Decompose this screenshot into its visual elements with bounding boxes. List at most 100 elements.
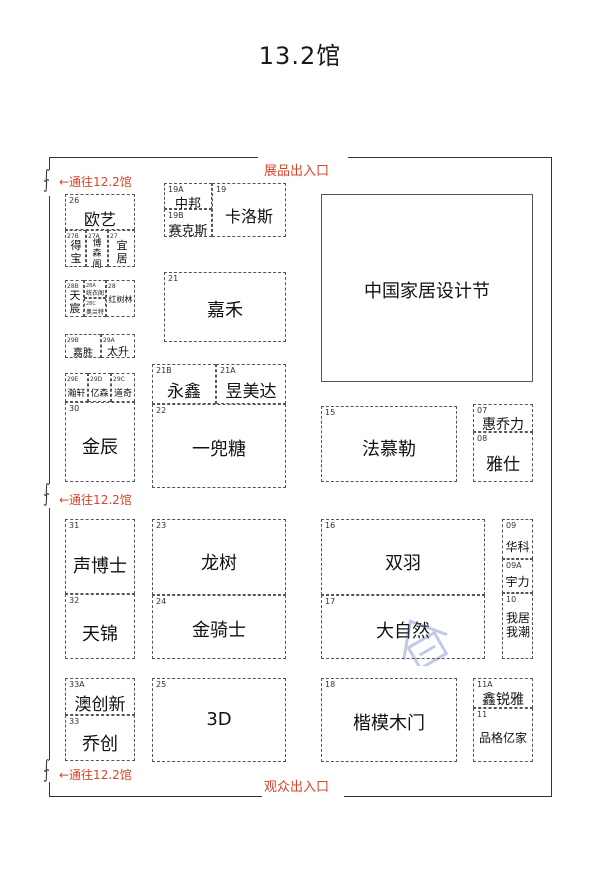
booth-number: 29D xyxy=(90,376,103,383)
booth-10[interactable]: 10 我居我潮 xyxy=(502,593,533,659)
booth-number: 28A xyxy=(86,283,96,289)
passage-label: ←通往12.2馆 xyxy=(59,768,132,782)
booth-name: 龙树 xyxy=(201,553,237,574)
booth-28c[interactable]: 28C 奥兰特 xyxy=(84,298,106,317)
booth-number: 25 xyxy=(156,680,167,689)
booth-name: 中邦 xyxy=(174,197,201,212)
booth-27[interactable]: 27 宜居 xyxy=(108,230,135,267)
booth-09[interactable]: 09 华科 xyxy=(502,519,533,559)
booth-29d[interactable]: 29D 亿森 xyxy=(88,373,111,402)
booth-name: 澳创新 xyxy=(74,695,126,715)
booth-24[interactable]: 24 金骑士 xyxy=(152,595,286,659)
booth-name: 鑫锐雅 xyxy=(482,692,524,708)
booth-name: 卡洛斯 xyxy=(224,207,273,226)
booth-name: 惠乔力 xyxy=(482,417,524,433)
booth-09a[interactable]: 09A 宇力 xyxy=(502,559,533,593)
booth-21b[interactable]: 21B 永鑫 xyxy=(152,364,216,404)
booth-11[interactable]: 11 品格亿家 xyxy=(473,708,533,762)
booth-17[interactable]: 17 大自然 xyxy=(321,595,485,659)
booth-19b[interactable]: 19B 赛克斯 xyxy=(164,209,212,239)
booth-28a[interactable]: 28A 统衣阁 xyxy=(84,280,106,298)
booth-name: 得宝 xyxy=(70,239,82,265)
booth-number: 21 xyxy=(168,274,179,283)
booth-33a[interactable]: 33A 澳创新 xyxy=(65,678,135,715)
booth-name: 道奇 xyxy=(113,389,132,399)
hall-title: 13.2馆 xyxy=(258,42,342,70)
passage-label: ←通往12.2馆 xyxy=(59,493,132,507)
watermark-logo xyxy=(382,586,502,671)
booth-name: 华科 xyxy=(505,540,530,554)
booth-name: 天锦 xyxy=(82,624,118,645)
booth-name: 瀚轩 xyxy=(67,389,86,399)
booth-name: 品格亿家 xyxy=(478,731,527,745)
booth-08[interactable]: 08 雅仕 xyxy=(473,432,533,482)
wall-break-icon: ∫∫ xyxy=(43,758,50,783)
booth-name: 红树林 xyxy=(108,295,133,304)
booth-15[interactable]: 15 法慕勒 xyxy=(321,406,457,482)
booth-number: 29A xyxy=(103,337,115,344)
booth-31[interactable]: 31 声博士 xyxy=(65,519,135,594)
booth-29c[interactable]: 29C 道奇 xyxy=(111,373,135,402)
booth-18[interactable]: 18 楷模木门 xyxy=(321,678,457,762)
booth-number: 33A xyxy=(69,680,85,689)
booth-11a[interactable]: 11A 鑫锐雅 xyxy=(473,678,533,708)
booth-name: 大自然 xyxy=(376,621,430,642)
booth-28b[interactable]: 28B 天宸 xyxy=(65,280,84,317)
booth-name: 嘉胜 xyxy=(73,348,93,359)
booth-number: 11A xyxy=(477,680,493,689)
booth-33[interactable]: 33 乔创 xyxy=(65,715,135,761)
booth-name: 宇力 xyxy=(505,575,530,589)
booth-name: 我居我潮 xyxy=(505,611,530,639)
booth-21a[interactable]: 21A 昱美达 xyxy=(216,364,286,404)
booth-16[interactable]: 16 双羽 xyxy=(321,519,485,595)
booth-29e[interactable]: 29E 瀚轩 xyxy=(65,373,88,402)
booth-number: 30 xyxy=(69,404,80,413)
booth-number: 33 xyxy=(69,717,80,726)
booth-25[interactable]: 25 3D xyxy=(152,678,286,762)
booth-design-festival[interactable]: 中国家居设计节 xyxy=(321,194,533,382)
booth-name: 雅仕 xyxy=(486,455,520,475)
exhibit-entrance-label: 展品出入口 xyxy=(264,164,330,179)
booth-number: 21B xyxy=(156,366,172,375)
booth-29a[interactable]: 29A 太升 xyxy=(101,334,135,358)
booth-26[interactable]: 26 欧艺 xyxy=(65,194,135,230)
booth-name: 一兜糖 xyxy=(192,439,246,460)
booth-name: 楷模木门 xyxy=(353,713,425,734)
booth-07[interactable]: 07 惠乔力 xyxy=(473,404,533,433)
booth-name: 欧艺 xyxy=(83,210,116,229)
booth-name: 法慕勒 xyxy=(362,439,416,460)
left-gap-3 xyxy=(47,760,53,782)
booth-32[interactable]: 32 天锦 xyxy=(65,594,135,659)
booth-number: 21A xyxy=(220,366,236,375)
booth-name: 太升 xyxy=(107,345,129,358)
booth-21[interactable]: 21 嘉禾 xyxy=(164,272,286,342)
wall-break-icon: ∫∫ xyxy=(43,168,50,193)
booth-27a[interactable]: 27A 博森阁 xyxy=(86,230,108,270)
booth-number: 24 xyxy=(156,597,167,606)
booth-number: 27 xyxy=(110,233,118,240)
booth-number: 15 xyxy=(325,408,336,417)
booth-number: 27B xyxy=(67,233,79,240)
booth-22[interactable]: 22 一兜糖 xyxy=(152,404,286,488)
booth-number: 31 xyxy=(69,521,80,530)
booth-name: 金辰 xyxy=(82,437,118,458)
booth-name: 3D xyxy=(206,709,232,730)
booth-27b[interactable]: 27B 得宝 xyxy=(65,230,86,267)
booth-number: 19B xyxy=(168,211,184,220)
booth-number: 28 xyxy=(108,283,116,290)
booth-30[interactable]: 30 金辰 xyxy=(65,402,135,482)
booth-number: 09A xyxy=(506,561,522,570)
booth-number: 29C xyxy=(113,376,125,383)
booth-name: 宜居 xyxy=(116,239,128,265)
booth-name: 赛克斯 xyxy=(168,224,208,239)
booth-19[interactable]: 19 卡洛斯 xyxy=(212,183,286,237)
booth-number: 29B xyxy=(67,337,79,344)
booth-number: 28C xyxy=(86,301,96,307)
booth-name: 博森阁 xyxy=(92,239,102,270)
booth-23[interactable]: 23 龙树 xyxy=(152,519,286,595)
booth-29b[interactable]: 29B 嘉胜 xyxy=(65,334,101,359)
booth-28[interactable]: 28 红树林 xyxy=(106,280,135,317)
left-gap-1 xyxy=(47,170,53,196)
booth-19a[interactable]: 19A 中邦 xyxy=(164,183,212,212)
booth-number: 19A xyxy=(168,185,184,194)
